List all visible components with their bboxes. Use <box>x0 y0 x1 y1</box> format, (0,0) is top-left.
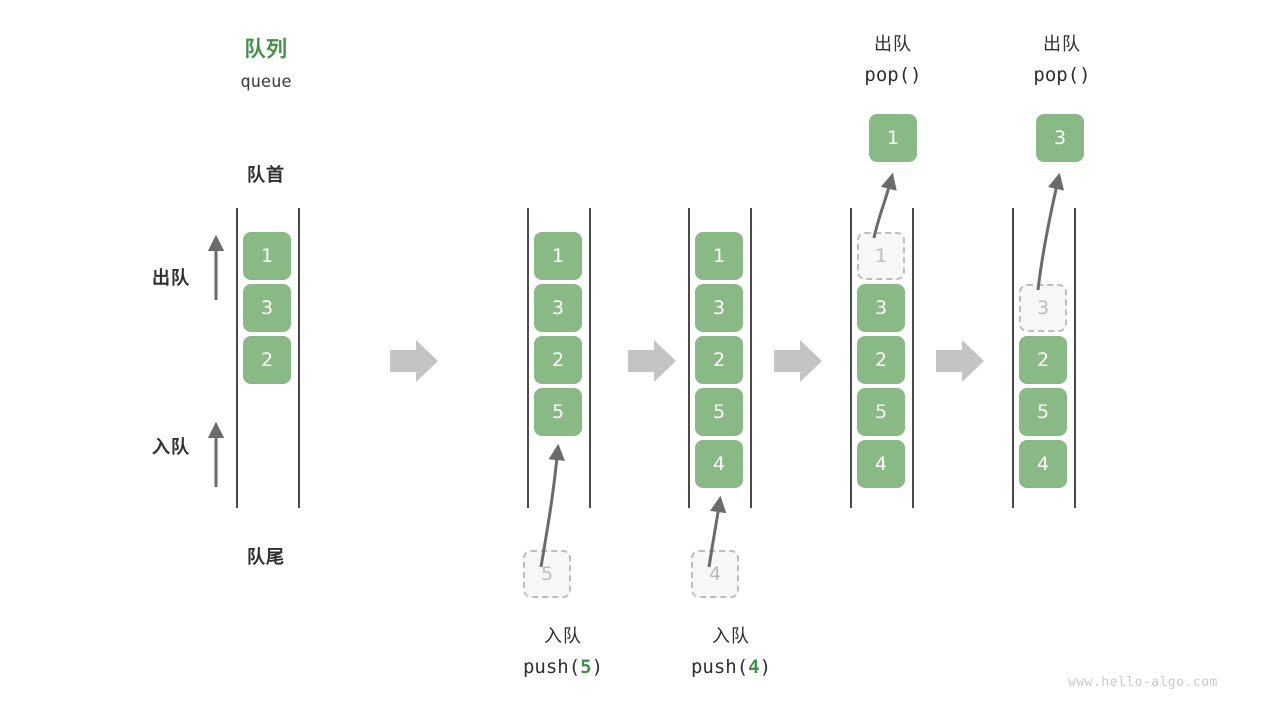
queue-cell: 2 <box>243 336 291 384</box>
queue-rail-right-2 <box>750 208 752 508</box>
queue-cell: 3 <box>243 284 291 332</box>
queue-rail-left-1 <box>527 208 529 508</box>
queue-cell: 5 <box>695 388 743 436</box>
operation-label-cn: 出队 <box>874 34 912 55</box>
queue-rail-left-4 <box>1012 208 1014 508</box>
push-5-arrow <box>539 443 565 568</box>
operation-code: pop() <box>818 64 968 86</box>
operation-code: push(4) <box>656 656 806 678</box>
queue-cell-new: 4 <box>695 440 743 488</box>
op-code-suffix: ) <box>759 656 772 678</box>
operation-label-cn: 入队 <box>544 626 582 647</box>
op-code-prefix: push( <box>690 656 749 678</box>
step-separator-arrow <box>936 340 984 382</box>
operation-label-cn: 出队 <box>1043 34 1081 55</box>
queue-cell: 2 <box>534 336 582 384</box>
pop-1-arrow <box>872 172 897 239</box>
op-code-suffix: ) <box>910 64 922 86</box>
op-code-prefix: push( <box>522 656 581 678</box>
op-code-suffix: ) <box>591 656 604 678</box>
queue-cell: 5 <box>1019 388 1067 436</box>
popped-cell: 3 <box>1036 114 1084 162</box>
operation-code: push(5) <box>488 656 638 678</box>
dequeue-direction-label: 出队 <box>152 268 190 289</box>
queue-title-en: queue <box>240 72 292 92</box>
queue-rail-right-1 <box>589 208 591 508</box>
watermark: www.hello-algo.com <box>1068 675 1218 690</box>
queue-cell-removed: 1 <box>857 232 905 280</box>
step-separator-arrow <box>774 340 822 382</box>
op-code-suffix: ) <box>1079 64 1091 86</box>
queue-rail-left-0 <box>236 208 238 508</box>
queue-title-cn: 队列 <box>244 37 288 61</box>
queue-rail-left-3 <box>850 208 852 508</box>
enqueue-direction-label: 入队 <box>152 437 190 458</box>
queue-cell-new: 5 <box>534 388 582 436</box>
step-separator-arrow <box>390 340 438 382</box>
op-code-prefix: pop( <box>864 64 911 86</box>
incoming-ghost-cell: 4 <box>691 550 739 598</box>
queue-rail-right-4 <box>1074 208 1076 508</box>
step-separator-arrow <box>628 340 676 382</box>
queue-cell: 1 <box>534 232 582 280</box>
popped-cell: 1 <box>869 114 917 162</box>
queue-cell: 3 <box>695 284 743 332</box>
queue-rail-left-2 <box>688 208 690 508</box>
op-code-arg: 4 <box>748 656 760 678</box>
queue-cell: 2 <box>857 336 905 384</box>
op-code-arg: 5 <box>580 656 592 678</box>
queue-cell: 1 <box>243 232 291 280</box>
operation-code: pop() <box>987 64 1137 86</box>
queue-cell: 2 <box>695 336 743 384</box>
queue-cell: 3 <box>857 284 905 332</box>
queue-rail-right-0 <box>298 208 300 508</box>
queue-rail-right-3 <box>912 208 914 508</box>
queue-cell: 4 <box>1019 440 1067 488</box>
queue-cell: 4 <box>857 440 905 488</box>
queue-cell: 2 <box>1019 336 1067 384</box>
queue-cell-removed: 3 <box>1019 284 1067 332</box>
queue-cell: 3 <box>534 284 582 332</box>
front-label: 队首 <box>247 165 285 186</box>
incoming-ghost-cell: 5 <box>523 550 571 598</box>
pop-3-arrow <box>1036 172 1065 291</box>
operation-label-cn: 入队 <box>712 626 750 647</box>
op-code-prefix: pop( <box>1033 64 1080 86</box>
rear-label: 队尾 <box>247 547 285 568</box>
queue-cell: 5 <box>857 388 905 436</box>
queue-cell: 1 <box>695 232 743 280</box>
